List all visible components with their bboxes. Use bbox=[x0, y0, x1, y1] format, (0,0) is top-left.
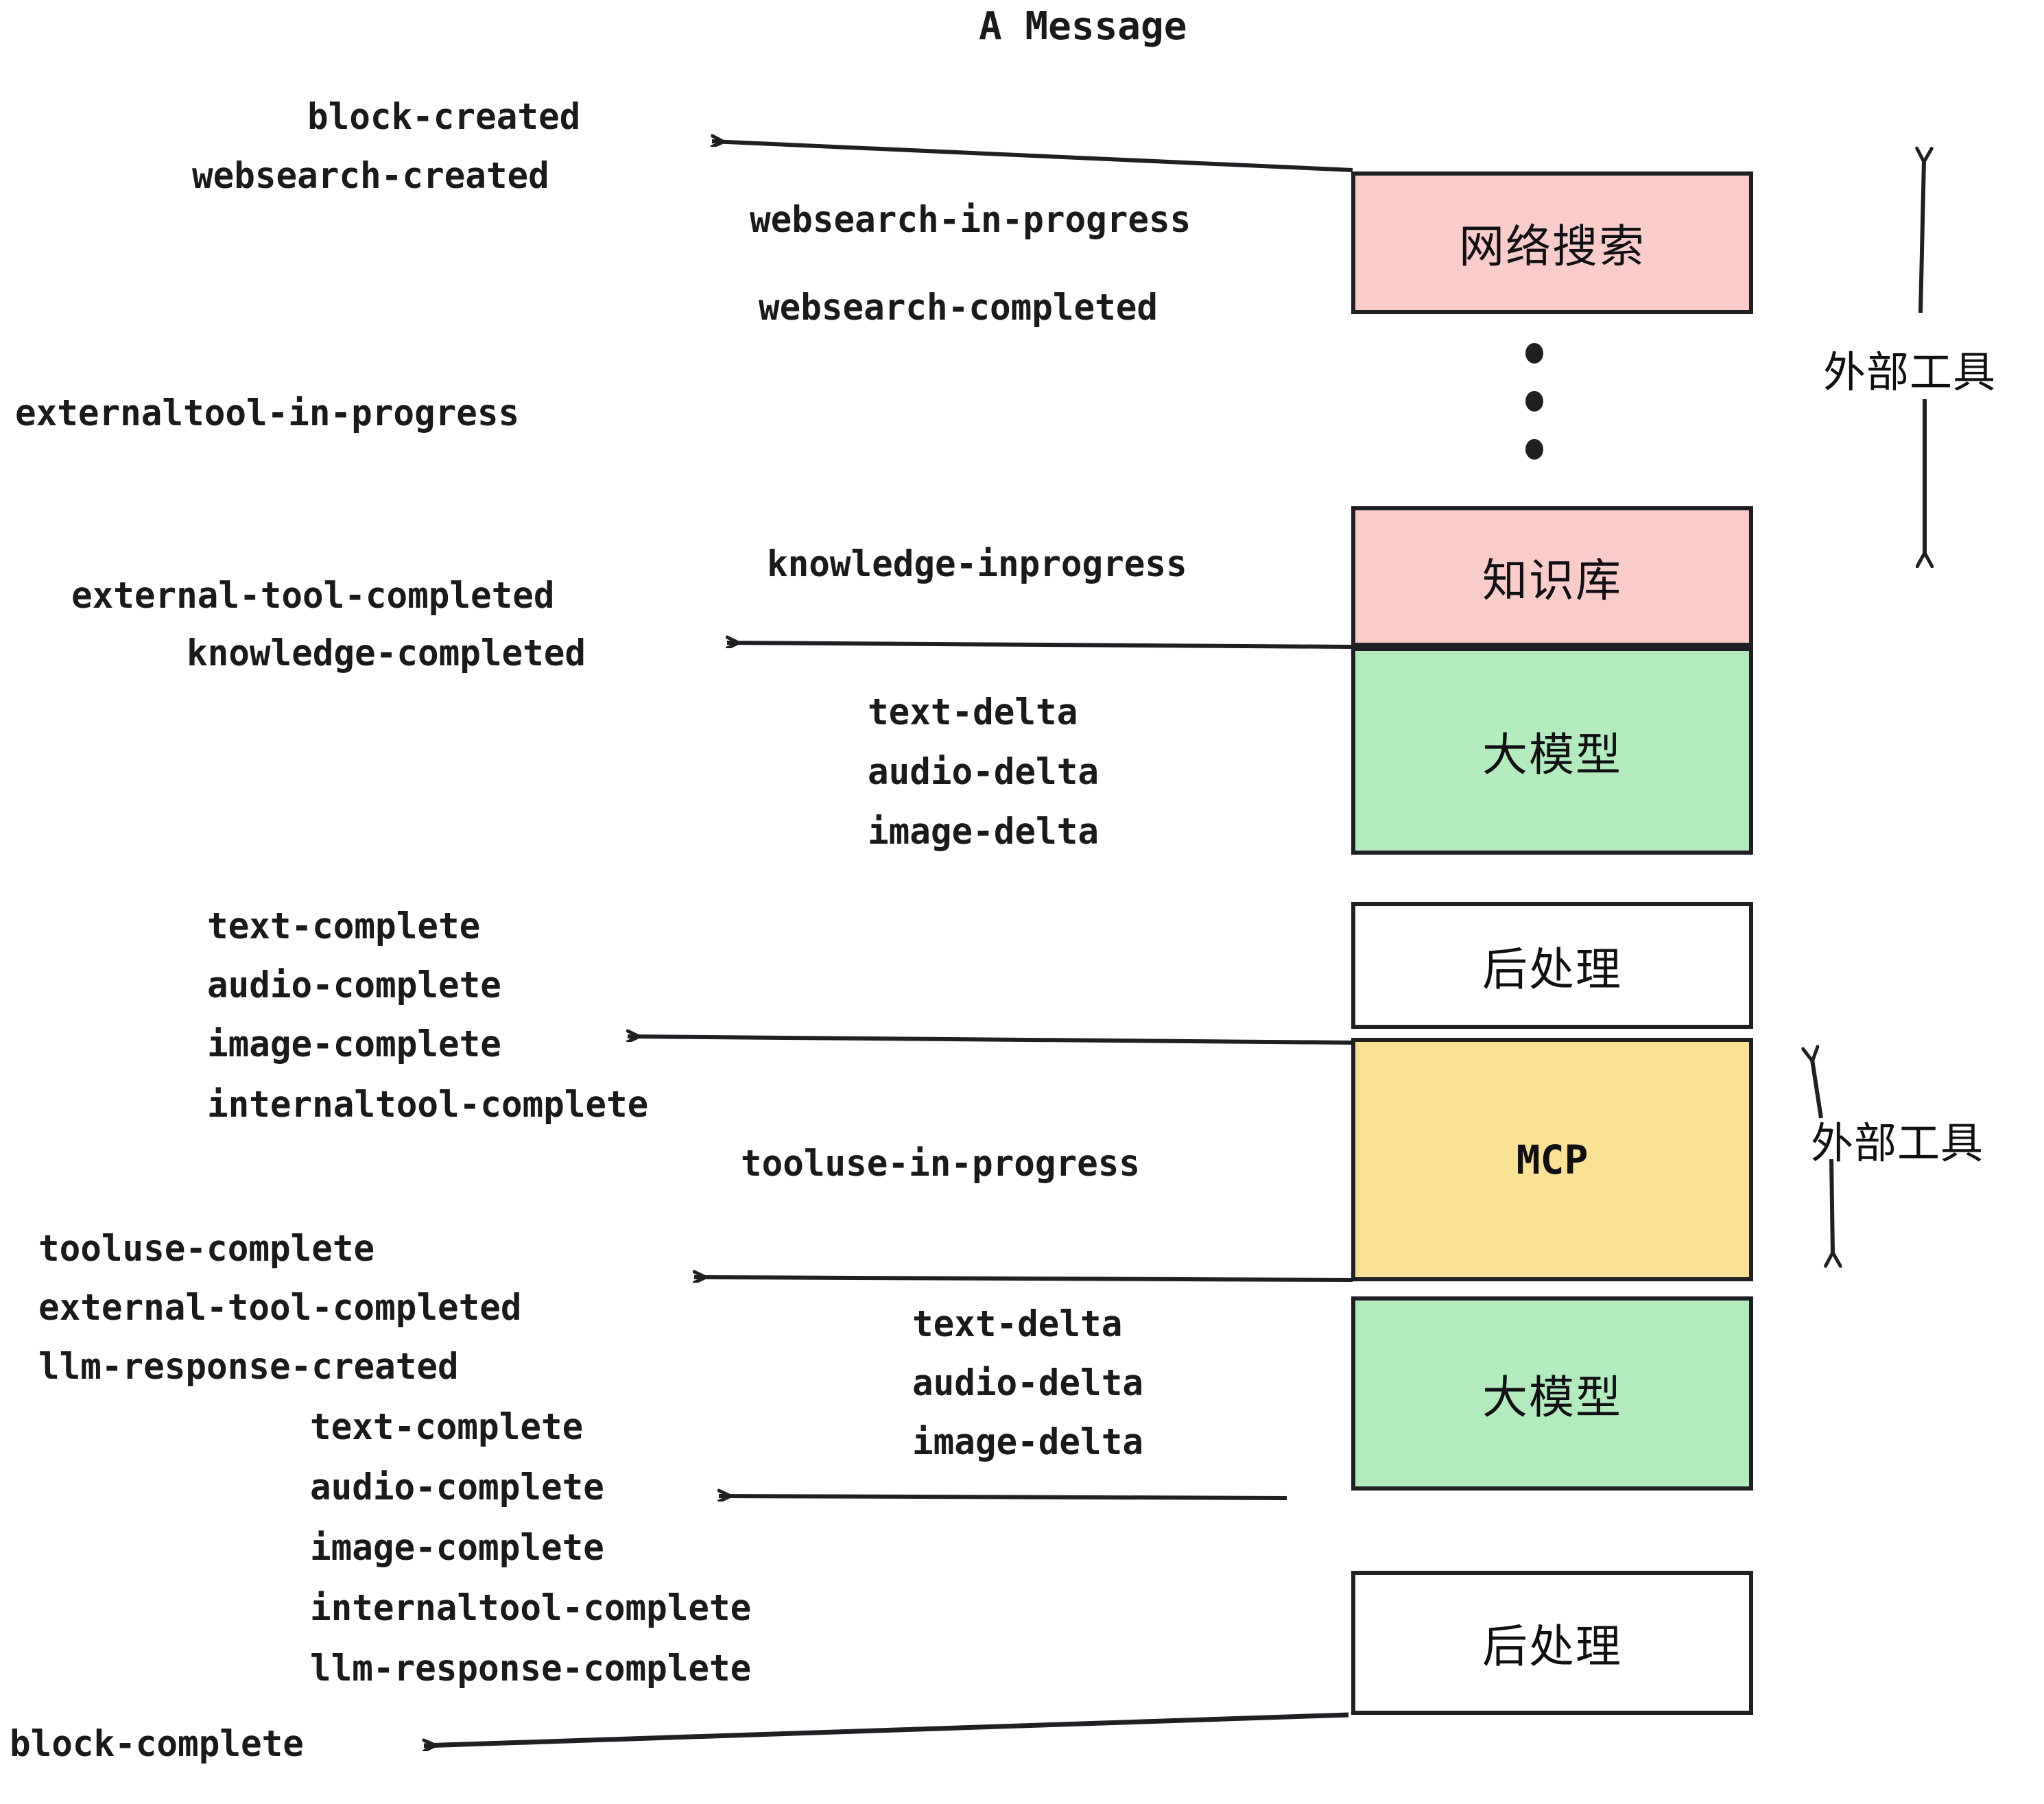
event-text-delta-2: text-delta bbox=[912, 1303, 1123, 1345]
ellipsis-dot-2 bbox=[1525, 391, 1543, 412]
event-llm-response-complete: llm-response-complete bbox=[310, 1648, 752, 1689]
external-tools-arrow-bottom-down bbox=[1831, 1159, 1833, 1254]
event-internaltool-complete-1: internaltool-complete bbox=[207, 1084, 649, 1126]
label-external-tools-bottom: 外部工具 bbox=[1811, 1118, 1984, 1168]
event-llm-response-created: llm-response-created bbox=[38, 1346, 459, 1388]
event-tooluse-in-progress: tooluse-in-progress bbox=[741, 1143, 1141, 1185]
node-knowledge[interactable]: 知识库 bbox=[1351, 506, 1753, 647]
node-llm-2[interactable]: 大模型 bbox=[1351, 1296, 1753, 1491]
node-llm-1[interactable]: 大模型 bbox=[1351, 647, 1753, 855]
diagram-title: A Message bbox=[979, 4, 1187, 49]
event-block-complete: block-complete bbox=[10, 1723, 304, 1765]
event-text-complete-1: text-complete bbox=[207, 905, 481, 947]
node-postprocess-2[interactable]: 后处理 bbox=[1351, 1571, 1753, 1715]
event-websearch-completed: websearch-completed bbox=[759, 287, 1158, 329]
event-image-complete-2: image-complete bbox=[310, 1527, 604, 1569]
label-external-tools-top: 外部工具 bbox=[1823, 347, 1997, 397]
node-mcp[interactable]: MCP bbox=[1351, 1038, 1753, 1281]
event-audio-delta-1: audio-delta bbox=[868, 751, 1099, 793]
event-websearch-created: websearch-created bbox=[192, 155, 549, 197]
event-text-delta-1: text-delta bbox=[868, 691, 1078, 733]
arrow-websearch-to-blockcreated bbox=[712, 141, 1353, 172]
event-knowledge-inprogress: knowledge-inprogress bbox=[767, 543, 1187, 585]
event-audio-complete-1: audio-complete bbox=[207, 964, 501, 1006]
event-internaltool-complete-2: internaltool-complete bbox=[310, 1587, 752, 1629]
event-audio-delta-2: audio-delta bbox=[912, 1362, 1143, 1404]
event-tooluse-complete: tooluse-complete bbox=[38, 1228, 375, 1270]
event-image-delta-1: image-delta bbox=[868, 811, 1099, 853]
event-audio-complete-2: audio-complete bbox=[310, 1467, 604, 1508]
ellipsis-dot-3 bbox=[1525, 439, 1543, 460]
event-image-complete-1: image-complete bbox=[207, 1023, 501, 1065]
event-external-tool-completed-2: external-tool-completed bbox=[38, 1287, 522, 1329]
ellipsis-dot-1 bbox=[1525, 343, 1543, 364]
arrow-postprocess-to-imagecomplete bbox=[628, 1036, 1353, 1045]
arrow-mcp-to-toolusecomplete bbox=[694, 1277, 1353, 1280]
event-knowledge-completed: knowledge-completed bbox=[187, 632, 586, 674]
node-postprocess-1[interactable]: 后处理 bbox=[1351, 902, 1753, 1029]
arrow-knowledge-to-completed bbox=[727, 643, 1353, 649]
event-image-delta-2: image-delta bbox=[912, 1421, 1143, 1463]
event-block-created: block-created bbox=[307, 96, 581, 138]
external-tools-arrow-top-up bbox=[1921, 161, 1924, 313]
node-websearch[interactable]: 网络搜索 bbox=[1351, 171, 1753, 314]
event-external-tool-completed-1: external-tool-completed bbox=[71, 575, 555, 617]
event-websearch-in-progress: websearch-in-progress bbox=[750, 199, 1191, 241]
arrow-llm2-to-audiocomplete bbox=[719, 1496, 1287, 1498]
event-text-complete-2: text-complete bbox=[310, 1406, 584, 1448]
arrow-postprocess2-to-blockcomplete bbox=[424, 1712, 1349, 1746]
event-externaltool-in-progress: externaltool-in-progress bbox=[15, 392, 520, 434]
